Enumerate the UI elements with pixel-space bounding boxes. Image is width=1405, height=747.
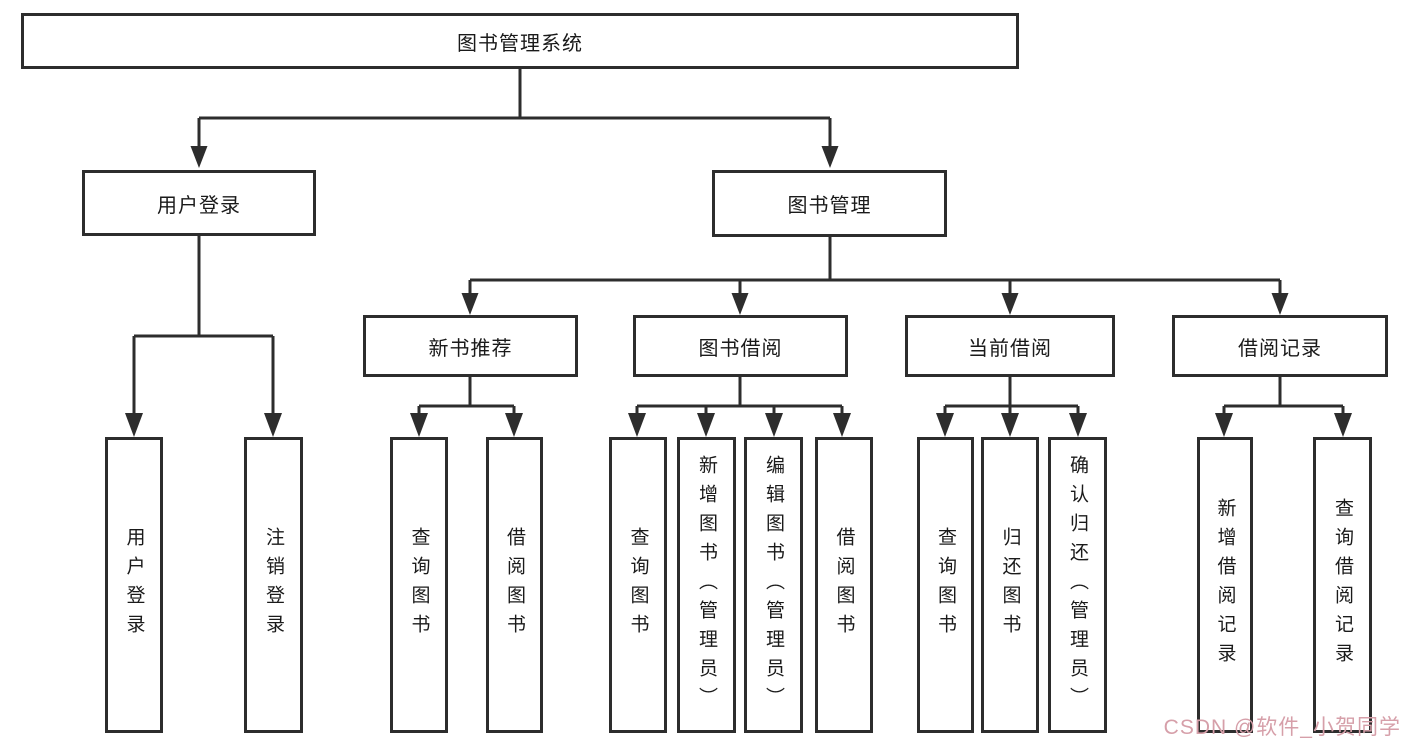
node-book-borrow: 图书借阅 [633, 315, 848, 377]
node-label: 借阅图书 [833, 527, 855, 643]
node-label: 图书管理 [787, 195, 872, 217]
node-current-borrow: 当前借阅 [905, 315, 1115, 377]
node-leaf-borrow-books: 借阅图书 [815, 437, 873, 733]
node-leaf-add-borrow-record: 新增借阅记录 [1197, 437, 1253, 733]
node-leaf-borrow-books-recommend: 借阅图书 [486, 437, 543, 733]
node-label: 归还图书 [999, 527, 1021, 643]
node-leaf-query-books-borrow: 查询图书 [609, 437, 667, 733]
node-label: 查询借阅记录 [1332, 498, 1353, 672]
node-label: 用户登录 [123, 527, 145, 643]
node-label: 新增借阅记录 [1214, 498, 1236, 672]
csdn-watermark: CSDN @软件_小贺同学 [1163, 716, 1401, 739]
node-leaf-return-books: 归还图书 [981, 437, 1039, 733]
node-user-login-branch: 用户登录 [82, 170, 316, 236]
node-label: 用户登录 [157, 194, 241, 217]
node-label: 注销登录 [263, 527, 284, 643]
node-label: 借阅记录 [1238, 337, 1322, 360]
connector-current-borrow-split [943, 377, 1080, 416]
node-label: 图书管理系统 [457, 32, 583, 55]
node-label: 查询图书 [408, 527, 430, 643]
node-borrow-record: 借阅记录 [1172, 315, 1388, 377]
connector-borrow-record-split [1222, 377, 1345, 416]
node-label: 当前借阅 [968, 337, 1052, 360]
node-leaf-edit-books-admin: 编辑图书（管理员） [744, 437, 803, 733]
node-library-management-system: 图书管理系统 [21, 13, 1019, 69]
connector-new-book-split [417, 377, 516, 416]
node-leaf-logout: 注销登录 [244, 437, 303, 733]
node-leaf-query-borrow-record: 查询借阅记录 [1313, 437, 1372, 733]
connector-user-login-split [132, 236, 275, 416]
node-book-management-branch: 图书管理 [712, 170, 947, 237]
node-leaf-query-books-recommend: 查询图书 [390, 437, 448, 733]
node-label: 图书借阅 [698, 337, 783, 360]
node-new-book-recommend: 新书推荐 [363, 315, 578, 377]
arrowheads [125, 146, 1352, 437]
connector-book-borrow-split [635, 377, 844, 416]
node-leaf-add-books-admin: 新增图书（管理员） [677, 437, 736, 733]
node-label: 查询图书 [935, 527, 956, 643]
node-label: 新书推荐 [428, 337, 513, 360]
connector-root-split [197, 69, 832, 148]
node-leaf-user-login: 用户登录 [105, 437, 163, 733]
node-label: 借阅图书 [504, 527, 525, 643]
node-leaf-query-books-current: 查询图书 [917, 437, 974, 733]
node-leaf-confirm-return-admin: 确认归还（管理员） [1048, 437, 1107, 733]
node-label: 查询图书 [627, 527, 649, 643]
node-label: 确认归还（管理员） [1067, 454, 1088, 716]
node-label: 编辑图书（管理员） [763, 454, 784, 716]
connector-book-mgmt-split [468, 236, 1282, 295]
node-label: 新增图书（管理员） [696, 454, 717, 716]
